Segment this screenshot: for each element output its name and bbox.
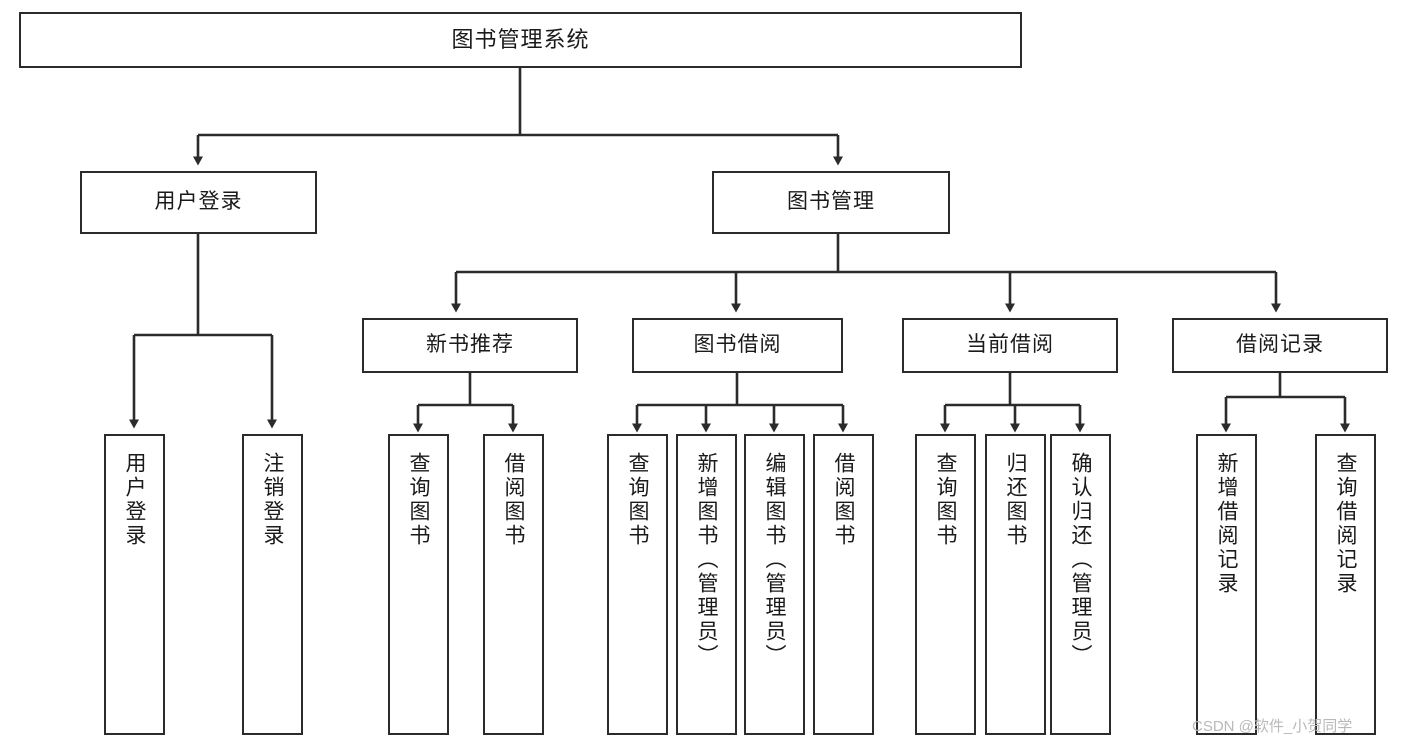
node-leaf-query-book-3[interactable]: 查询图书: [915, 434, 976, 735]
node-label: 当前借阅: [966, 333, 1054, 357]
node-label: 查询图书: [626, 452, 649, 548]
node-leaf-edit-book[interactable]: 编辑图书（管理员）: [744, 434, 805, 735]
node-leaf-query-book-1[interactable]: 查询图书: [388, 434, 449, 735]
node-label: 查询图书: [407, 452, 430, 548]
node-leaf-add-book[interactable]: 新增图书（管理员）: [676, 434, 737, 735]
node-leaf-confirm-return[interactable]: 确认归还（管理员）: [1050, 434, 1111, 735]
node-root-system[interactable]: 图书管理系统: [19, 12, 1022, 68]
node-leaf-borrow-book-2[interactable]: 借阅图书: [813, 434, 874, 735]
node-label: 新增图书（管理员）: [695, 452, 718, 668]
watermark-text: CSDN @软件_小贺同学: [1192, 718, 1353, 735]
node-label: 确认归还（管理员）: [1069, 452, 1092, 668]
node-label: 用户登录: [123, 452, 146, 548]
node-label: 借阅记录: [1236, 333, 1324, 357]
node-leaf-borrow-book-1[interactable]: 借阅图书: [483, 434, 544, 735]
node-leaf-return-book[interactable]: 归还图书: [985, 434, 1046, 735]
node-current-borrow[interactable]: 当前借阅: [902, 318, 1118, 373]
node-label: 编辑图书（管理员）: [763, 452, 786, 668]
node-label: 新增借阅记录: [1215, 452, 1238, 596]
node-borrow-record[interactable]: 借阅记录: [1172, 318, 1388, 373]
node-new-book-rec[interactable]: 新书推荐: [362, 318, 578, 373]
node-leaf-query-book-2[interactable]: 查询图书: [607, 434, 668, 735]
node-label: 查询借阅记录: [1334, 452, 1357, 596]
node-label: 归还图书: [1004, 452, 1027, 548]
node-label: 新书推荐: [426, 333, 514, 357]
node-label: 用户登录: [154, 190, 243, 214]
node-label: 查询图书: [934, 452, 957, 548]
node-leaf-user-login[interactable]: 用户登录: [104, 434, 165, 735]
node-label: 图书管理系统: [451, 27, 590, 53]
node-label: 注销登录: [261, 452, 284, 548]
node-leaf-add-record[interactable]: 新增借阅记录: [1196, 434, 1257, 735]
node-book-borrow[interactable]: 图书借阅: [632, 318, 843, 373]
node-user-login[interactable]: 用户登录: [80, 171, 317, 234]
node-book-manage[interactable]: 图书管理: [712, 171, 950, 234]
node-leaf-user-logout[interactable]: 注销登录: [242, 434, 303, 735]
node-label: 借阅图书: [832, 452, 855, 548]
node-leaf-query-record[interactable]: 查询借阅记录: [1315, 434, 1376, 735]
node-label: 借阅图书: [502, 452, 525, 548]
node-label: 图书借阅: [693, 333, 782, 357]
node-label: 图书管理: [787, 190, 875, 214]
